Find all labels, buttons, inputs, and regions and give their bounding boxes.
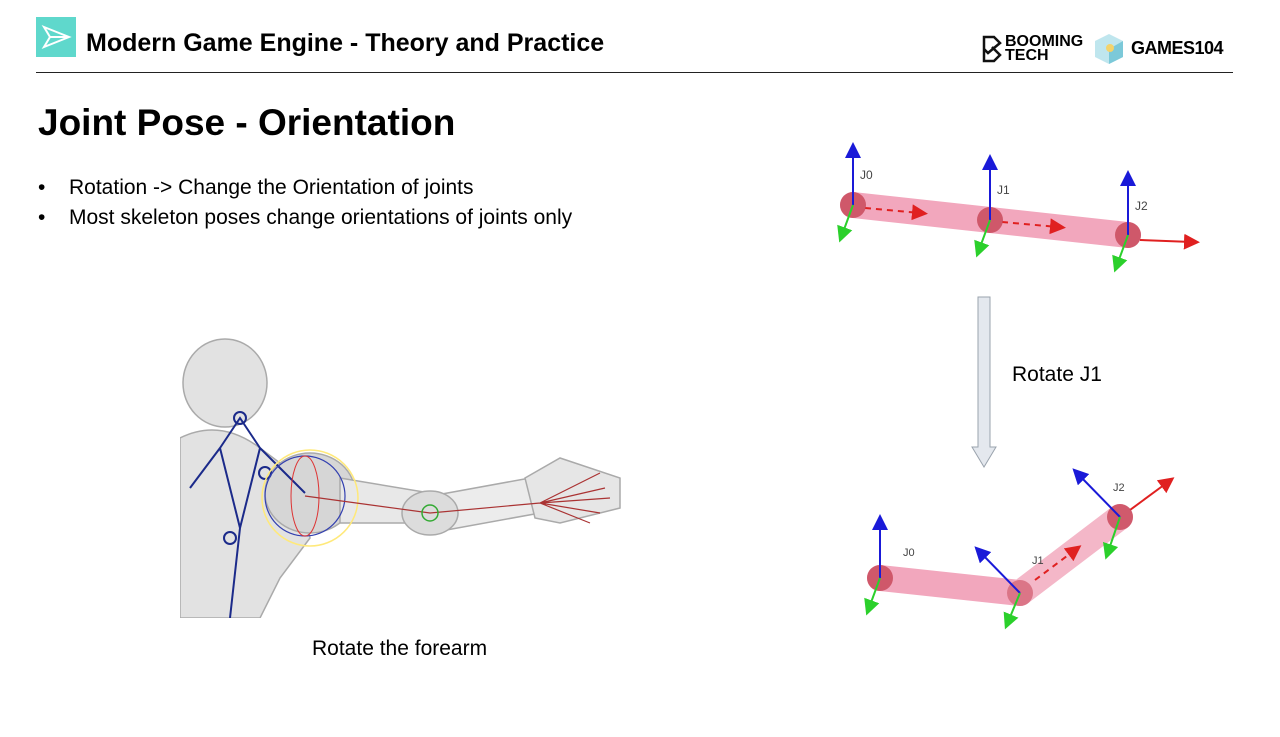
bullet-text: Most skeleton poses change orientations … <box>69 206 573 229</box>
booming-text: BOOMING <box>1005 33 1084 50</box>
joint-j2 <box>1112 170 1141 273</box>
joint-chain-before-diagram <box>837 142 1200 273</box>
joint-label: J0 <box>903 547 915 559</box>
header-divider <box>36 72 1233 73</box>
booming-tech-icon <box>982 35 1002 63</box>
bullet-dot: • <box>38 176 46 199</box>
tech-text: TECH <box>1005 47 1049 64</box>
joint-j0 <box>864 514 893 616</box>
joint-j2 <box>1072 468 1133 560</box>
left-figure-caption: Rotate the forearm <box>312 637 488 660</box>
games104-logo: GAMES104 <box>1131 38 1224 58</box>
joint-chain-after-diagram <box>864 468 1175 630</box>
bullet-item: • Most skeleton poses change orientations… <box>38 206 572 230</box>
joint-j1 <box>974 546 1033 630</box>
forearm-rig-image <box>180 338 621 618</box>
course-logo-icon <box>36 17 76 57</box>
down-arrow-icon <box>971 296 997 468</box>
rotate-j1-label: Rotate J1 <box>1012 363 1102 386</box>
bullet-text: Rotation -> Change the Orientation of jo… <box>69 176 474 199</box>
bullet-dot: • <box>38 206 46 229</box>
slide-heading: Joint Pose - Orientation <box>38 102 456 143</box>
joint-label: J1 <box>1032 555 1044 567</box>
games104-cube-icon <box>1093 32 1125 71</box>
joint-label: J2 <box>1113 482 1125 494</box>
bone-segment <box>867 565 1033 606</box>
bullet-item: • Rotation -> Change the Orientation of j… <box>38 176 474 200</box>
joint-label: J2 <box>1135 199 1148 213</box>
joint-label: J1 <box>997 183 1010 197</box>
joint-label: J0 <box>860 168 873 182</box>
joint-j1 <box>974 154 1003 258</box>
joint-j0 <box>837 142 866 243</box>
course-title: Modern Game Engine - Theory and Practice <box>86 29 605 57</box>
